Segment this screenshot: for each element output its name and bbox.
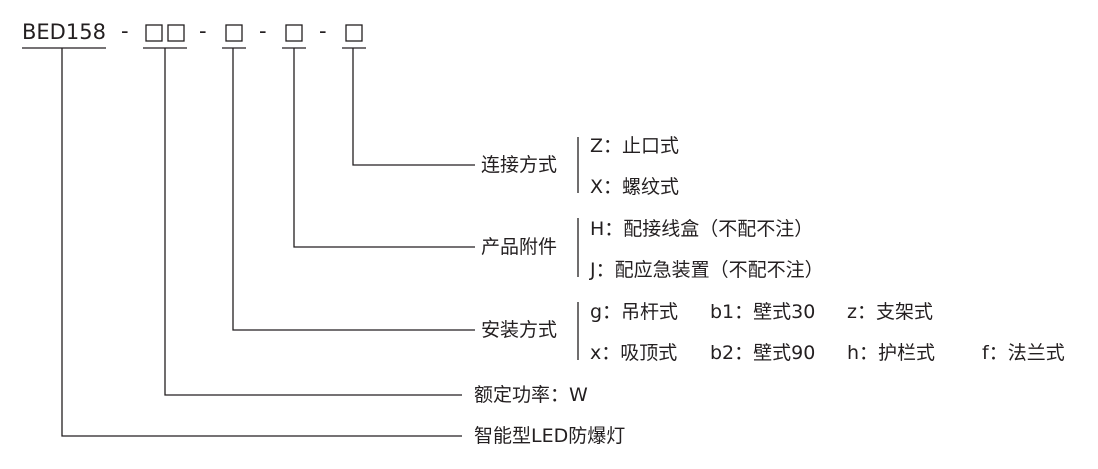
connection-option-x: X：螺纹式 — [590, 176, 680, 198]
code-box-5 — [345, 24, 363, 42]
mounting-option-b1: b1：壁式30 — [710, 301, 816, 323]
dash-1: - — [121, 19, 129, 43]
mounting-option-x: x：吸顶式 — [590, 342, 678, 364]
code-box-2 — [167, 24, 185, 42]
connection-title: 连接方式 — [481, 154, 558, 176]
model-prefix: BED158 — [22, 20, 106, 44]
power-leader — [164, 48, 462, 396]
dash-4: - — [319, 19, 327, 43]
mounting-title: 安装方式 — [481, 319, 558, 341]
mounting-option-z: z：支架式 — [847, 301, 933, 323]
accessory-option-h: H：配接线盒（不配不注） — [590, 218, 814, 240]
power-label: 额定功率：W — [474, 384, 588, 406]
connection-option-z: Z：止口式 — [590, 135, 680, 157]
accessory-option-j: J：配应急装置（不配不注） — [590, 259, 824, 281]
dash-3: - — [259, 19, 267, 43]
product-name: 智能型LED防爆灯 — [474, 425, 626, 447]
mounting-option-b2: b2：壁式90 — [710, 342, 816, 364]
mounting-option-g: g：吊杆式 — [590, 301, 679, 323]
mounting-option-h: h：护栏式 — [847, 342, 936, 364]
connection-leader — [352, 48, 475, 166]
mounting-option-f: f：法兰式 — [982, 342, 1065, 364]
accessory-title: 产品附件 — [481, 236, 558, 258]
product-leader — [61, 48, 462, 437]
accessory-leader — [293, 48, 475, 248]
code-box-1 — [145, 24, 163, 42]
dash-2: - — [199, 19, 207, 43]
mounting-leader — [232, 48, 475, 331]
code-box-4 — [285, 24, 303, 42]
code-box-3 — [225, 24, 243, 42]
